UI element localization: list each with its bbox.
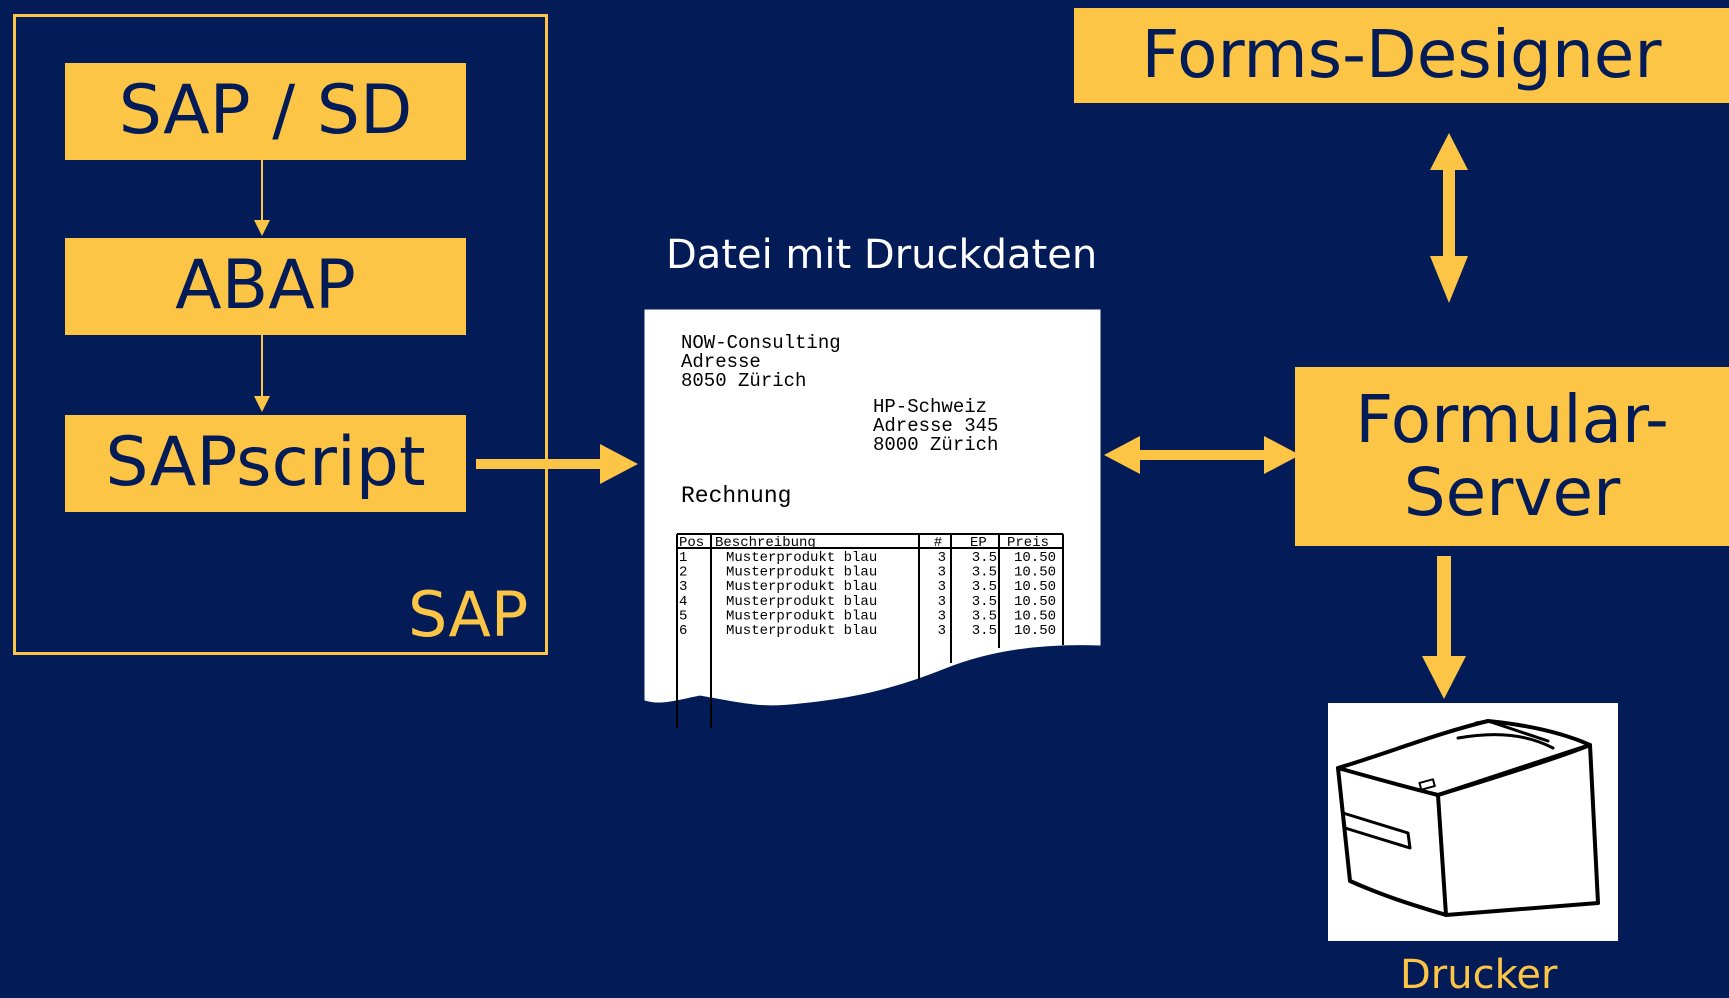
- table-cell: 3.5: [972, 550, 997, 566]
- sender-line: Adresse: [681, 351, 761, 373]
- table-cell: 3.5: [972, 565, 997, 581]
- table-cell: 10.50: [1014, 565, 1056, 581]
- table-header-cell: Pos: [679, 535, 704, 551]
- table-cell: 10.50: [1014, 608, 1056, 624]
- document-title: Datei mit Druckdaten: [666, 232, 1098, 278]
- arrow-document-server: [1135, 450, 1265, 460]
- table-cell: 3.5: [972, 579, 997, 595]
- drucker-label: Drucker: [1400, 952, 1558, 998]
- table-cell: Musterprodukt blau: [726, 623, 877, 639]
- printer-image: [1328, 703, 1618, 941]
- table-cell: 3: [938, 550, 946, 566]
- table-cell: 3.5: [972, 594, 997, 610]
- forms-designer-box: Forms-Designer: [1074, 8, 1729, 103]
- sender-address: NOW-Consulting Adresse 8050 Zürich: [681, 334, 841, 391]
- table-cell: 10.50: [1014, 594, 1056, 610]
- sapscript-box: SAPscript: [65, 415, 466, 512]
- formular-server-box: Formular- Server: [1295, 367, 1729, 546]
- table-header-cell: EP: [970, 535, 987, 551]
- abap-label: ABAP: [175, 246, 356, 326]
- table-cell: 4: [679, 594, 687, 610]
- table-cell: 10.50: [1014, 579, 1056, 595]
- table-cell: Musterprodukt blau: [726, 550, 877, 566]
- table-header-cell: Preis: [1007, 535, 1049, 551]
- sap-sd-box: SAP / SD: [65, 63, 466, 160]
- abap-box: ABAP: [65, 238, 466, 335]
- table-cell: 1: [679, 550, 687, 566]
- table-cell: 3: [938, 579, 946, 595]
- table-header-cell: Beschreibung: [715, 535, 816, 551]
- table-cell: Musterprodukt blau: [726, 579, 877, 595]
- arrow-server-to-printer: [1437, 556, 1451, 661]
- sap-group-frame: [13, 14, 548, 655]
- sender-line: NOW-Consulting: [681, 332, 841, 354]
- table-cell: 3: [938, 623, 946, 639]
- recipient-line: HP-Schweiz: [873, 396, 988, 418]
- table-cell: 3.5: [972, 608, 997, 624]
- recipient-line: Adresse 345: [873, 415, 999, 437]
- table-cell: 3: [679, 579, 687, 595]
- arrow-designer-server: [1443, 160, 1455, 260]
- formular-server-label-line2: Server: [1403, 453, 1621, 531]
- recipient-address: HP-Schweiz Adresse 345 8000 Zürich: [873, 398, 998, 455]
- recipient-line: 8000 Zürich: [873, 434, 999, 456]
- invoice-heading: Rechnung: [681, 483, 792, 509]
- table-cell: 10.50: [1014, 623, 1056, 639]
- table-cell: Musterprodukt blau: [726, 608, 877, 624]
- forms-designer-label: Forms-Designer: [1141, 16, 1662, 94]
- formular-server-label-line1: Formular-: [1355, 380, 1669, 458]
- table-cell: 10.50: [1014, 550, 1056, 566]
- arrow-sapscript-to-document: [476, 459, 606, 469]
- table-cell: 3: [938, 608, 946, 624]
- table-cell: 2: [679, 565, 687, 581]
- table-cell: Musterprodukt blau: [726, 565, 877, 581]
- sap-group-label: SAP: [408, 578, 529, 651]
- sapscript-label: SAPscript: [105, 423, 426, 503]
- table-cell: 3: [938, 565, 946, 581]
- table-header-cell: #: [934, 535, 942, 551]
- table-cell: Musterprodukt blau: [726, 594, 877, 610]
- table-cell: 5: [679, 608, 687, 624]
- sender-line: 8050 Zürich: [681, 370, 807, 392]
- table-cell: 6: [679, 623, 687, 639]
- printer-icon: [1336, 719, 1600, 917]
- sap-sd-label: SAP / SD: [118, 71, 413, 151]
- table-cell: 3: [938, 594, 946, 610]
- table-cell: 3.5: [972, 623, 997, 639]
